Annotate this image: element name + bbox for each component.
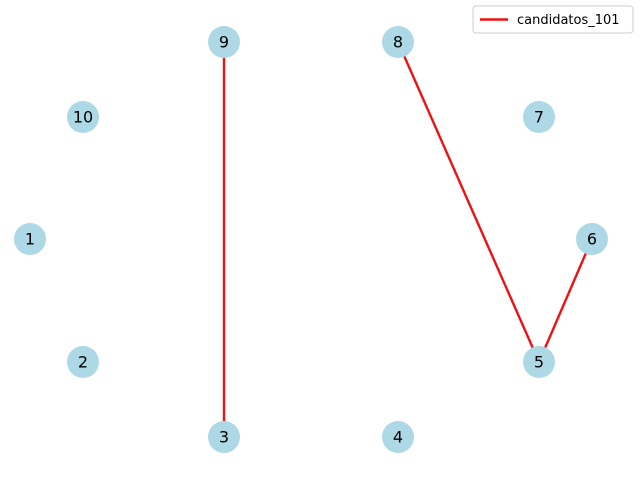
node-7: 7 [523, 101, 555, 133]
node-circle [67, 346, 99, 378]
node-circle [14, 223, 46, 255]
node-circle [382, 26, 414, 58]
node-label: 5 [534, 353, 544, 372]
node-10: 10 [67, 101, 99, 133]
edge-8-5 [396, 41, 541, 363]
node-5: 5 [523, 346, 555, 378]
legend-box [472, 5, 634, 34]
node-circle [523, 346, 555, 378]
node-2: 2 [67, 346, 99, 378]
node-label: 4 [393, 428, 403, 447]
legend-label: candidatos_101 [517, 13, 620, 28]
node-label: 1 [25, 230, 35, 249]
node-label: 10 [73, 108, 93, 127]
node-label: 3 [219, 428, 229, 447]
node-label: 6 [587, 230, 597, 249]
node-circle [576, 223, 608, 255]
nodes-layer: 1 2 3 4 5 6 7 8 9 10 [14, 26, 608, 453]
node-6: 6 [576, 223, 608, 255]
node-circle [208, 26, 240, 58]
node-8: 8 [382, 26, 414, 58]
node-circle [208, 421, 240, 453]
node-label: 7 [534, 108, 544, 127]
node-9: 9 [208, 26, 240, 58]
legend: candidatos_101 [472, 5, 634, 34]
node-1: 1 [14, 223, 46, 255]
node-4: 4 [382, 421, 414, 453]
node-3: 3 [208, 421, 240, 453]
node-circle [382, 421, 414, 453]
node-label: 8 [393, 33, 403, 52]
node-circle [523, 101, 555, 133]
edge-5-6 [537, 238, 594, 363]
edges-layer [222, 41, 594, 437]
node-label: 2 [78, 353, 88, 372]
node-label: 9 [219, 33, 229, 52]
node-circle [67, 101, 99, 133]
